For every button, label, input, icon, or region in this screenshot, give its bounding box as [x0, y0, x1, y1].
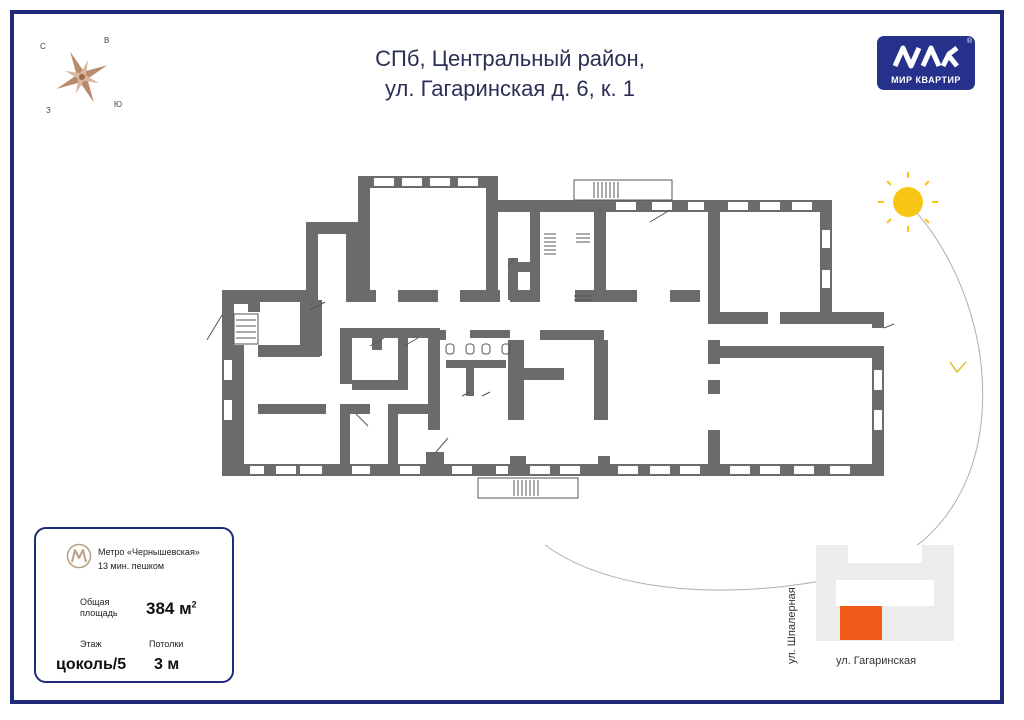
stairs — [233, 179, 673, 499]
bottom-stairs-steps — [513, 480, 539, 496]
sun-icon — [878, 172, 938, 232]
location-map — [816, 545, 954, 641]
top-stairs-steps — [593, 182, 619, 198]
building-walls — [222, 176, 884, 476]
sun-path-arrow-icon — [949, 361, 967, 373]
compass-west-label: З — [46, 106, 51, 115]
inner-stairs — [544, 233, 592, 301]
compass-south-label: Ю — [114, 100, 123, 109]
ceiling-value: 3 м — [154, 656, 180, 673]
metro-walk-time: 13 мин. пешком — [98, 561, 165, 571]
logo-text: МИР КВАРТИР — [891, 75, 961, 85]
logo-mark-icon — [892, 45, 959, 69]
page-frame — [10, 10, 1004, 704]
windows — [224, 178, 882, 474]
moon-icon — [531, 527, 553, 566]
metro-icon — [66, 543, 92, 569]
ceiling-label: Потолки — [149, 639, 184, 649]
sun-path-arc — [544, 194, 983, 591]
compass-east-label: В — [104, 36, 110, 45]
logo-registered-mark: ® — [966, 38, 972, 45]
compass-north-label: С — [40, 42, 46, 51]
metro-station-name: Метро «Чернышевская» — [98, 547, 200, 557]
compass-rose-icon — [56, 51, 108, 103]
street-shpalernaya-label: ул. Шпалерная — [786, 587, 798, 664]
doors — [206, 209, 895, 453]
address-line-1: СПб, Центральный район, — [375, 46, 645, 71]
total-area-value: 384 м2 — [146, 599, 197, 618]
brand-logo: ® МИР КВАРТИР — [877, 36, 975, 90]
info-card: Метро «Чернышевская» 13 мин. пешком Обща… — [34, 527, 234, 683]
total-area-label: Общая площадь — [80, 597, 118, 618]
toilets — [445, 343, 511, 355]
address-title: СПб, Центральный район, ул. Гагаринская … — [300, 44, 720, 104]
object-location-highlight — [840, 606, 882, 640]
address-line-2: ул. Гагаринская д. 6, к. 1 — [385, 76, 635, 101]
compass-rose: С В З Ю — [34, 32, 134, 122]
floor-value: цоколь/5 — [56, 656, 127, 673]
floor-label: Этаж — [80, 639, 102, 649]
street-gagarinskaya-label: ул. Гагаринская — [836, 655, 917, 667]
